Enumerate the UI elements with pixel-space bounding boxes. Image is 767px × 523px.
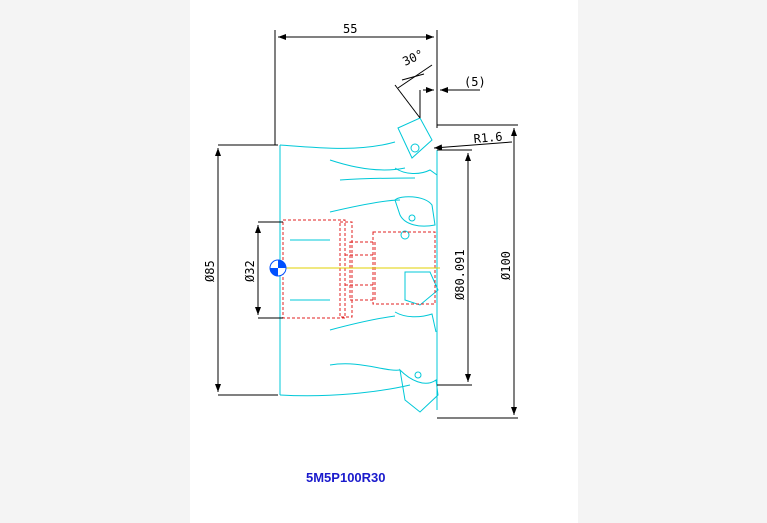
flute-3 [329,199,401,213]
body-bottom-edge [279,384,411,397]
insert-pocket-2 [394,196,436,227]
insert-pocket-1 [394,167,438,176]
keyway-hidden [339,221,353,318]
cutter-body-outline [279,117,439,413]
insert-screw-5 [414,371,422,379]
top-insert [397,117,433,159]
hidden-lines [282,219,436,319]
insert-pocket-3 [404,271,439,306]
dim-corner-radius: R1.6 [473,130,503,146]
dim-bore-diameter: Ø32 [243,260,257,282]
coolant-hole [400,230,410,240]
insert-screw-2 [408,214,416,222]
insert-pocket-4 [394,311,437,333]
dim-overall-height: 55 [343,22,357,36]
dim-lead-angle: 30° [400,47,426,69]
top-insert-screw [410,143,420,153]
dim-body-diameter: Ø85 [203,260,217,282]
flute-1 [329,159,406,171]
counterbore-hidden [349,241,376,301]
model-code: 5M5P100R30 [306,470,386,485]
dim-inner-cutting-diameter: Ø80.091 [453,249,467,300]
dim-insert-offset: (5) [464,75,486,89]
insert-pocket-5 [399,368,439,413]
flute-2 [339,177,416,181]
flute-4 [329,315,396,331]
dim-cutting-diameter: Ø100 [499,251,513,280]
bore-hidden [282,219,346,319]
body-top-edge [279,141,396,149]
center-mark [269,259,287,277]
dimension-lines [215,30,518,419]
flute-5 [329,363,401,371]
